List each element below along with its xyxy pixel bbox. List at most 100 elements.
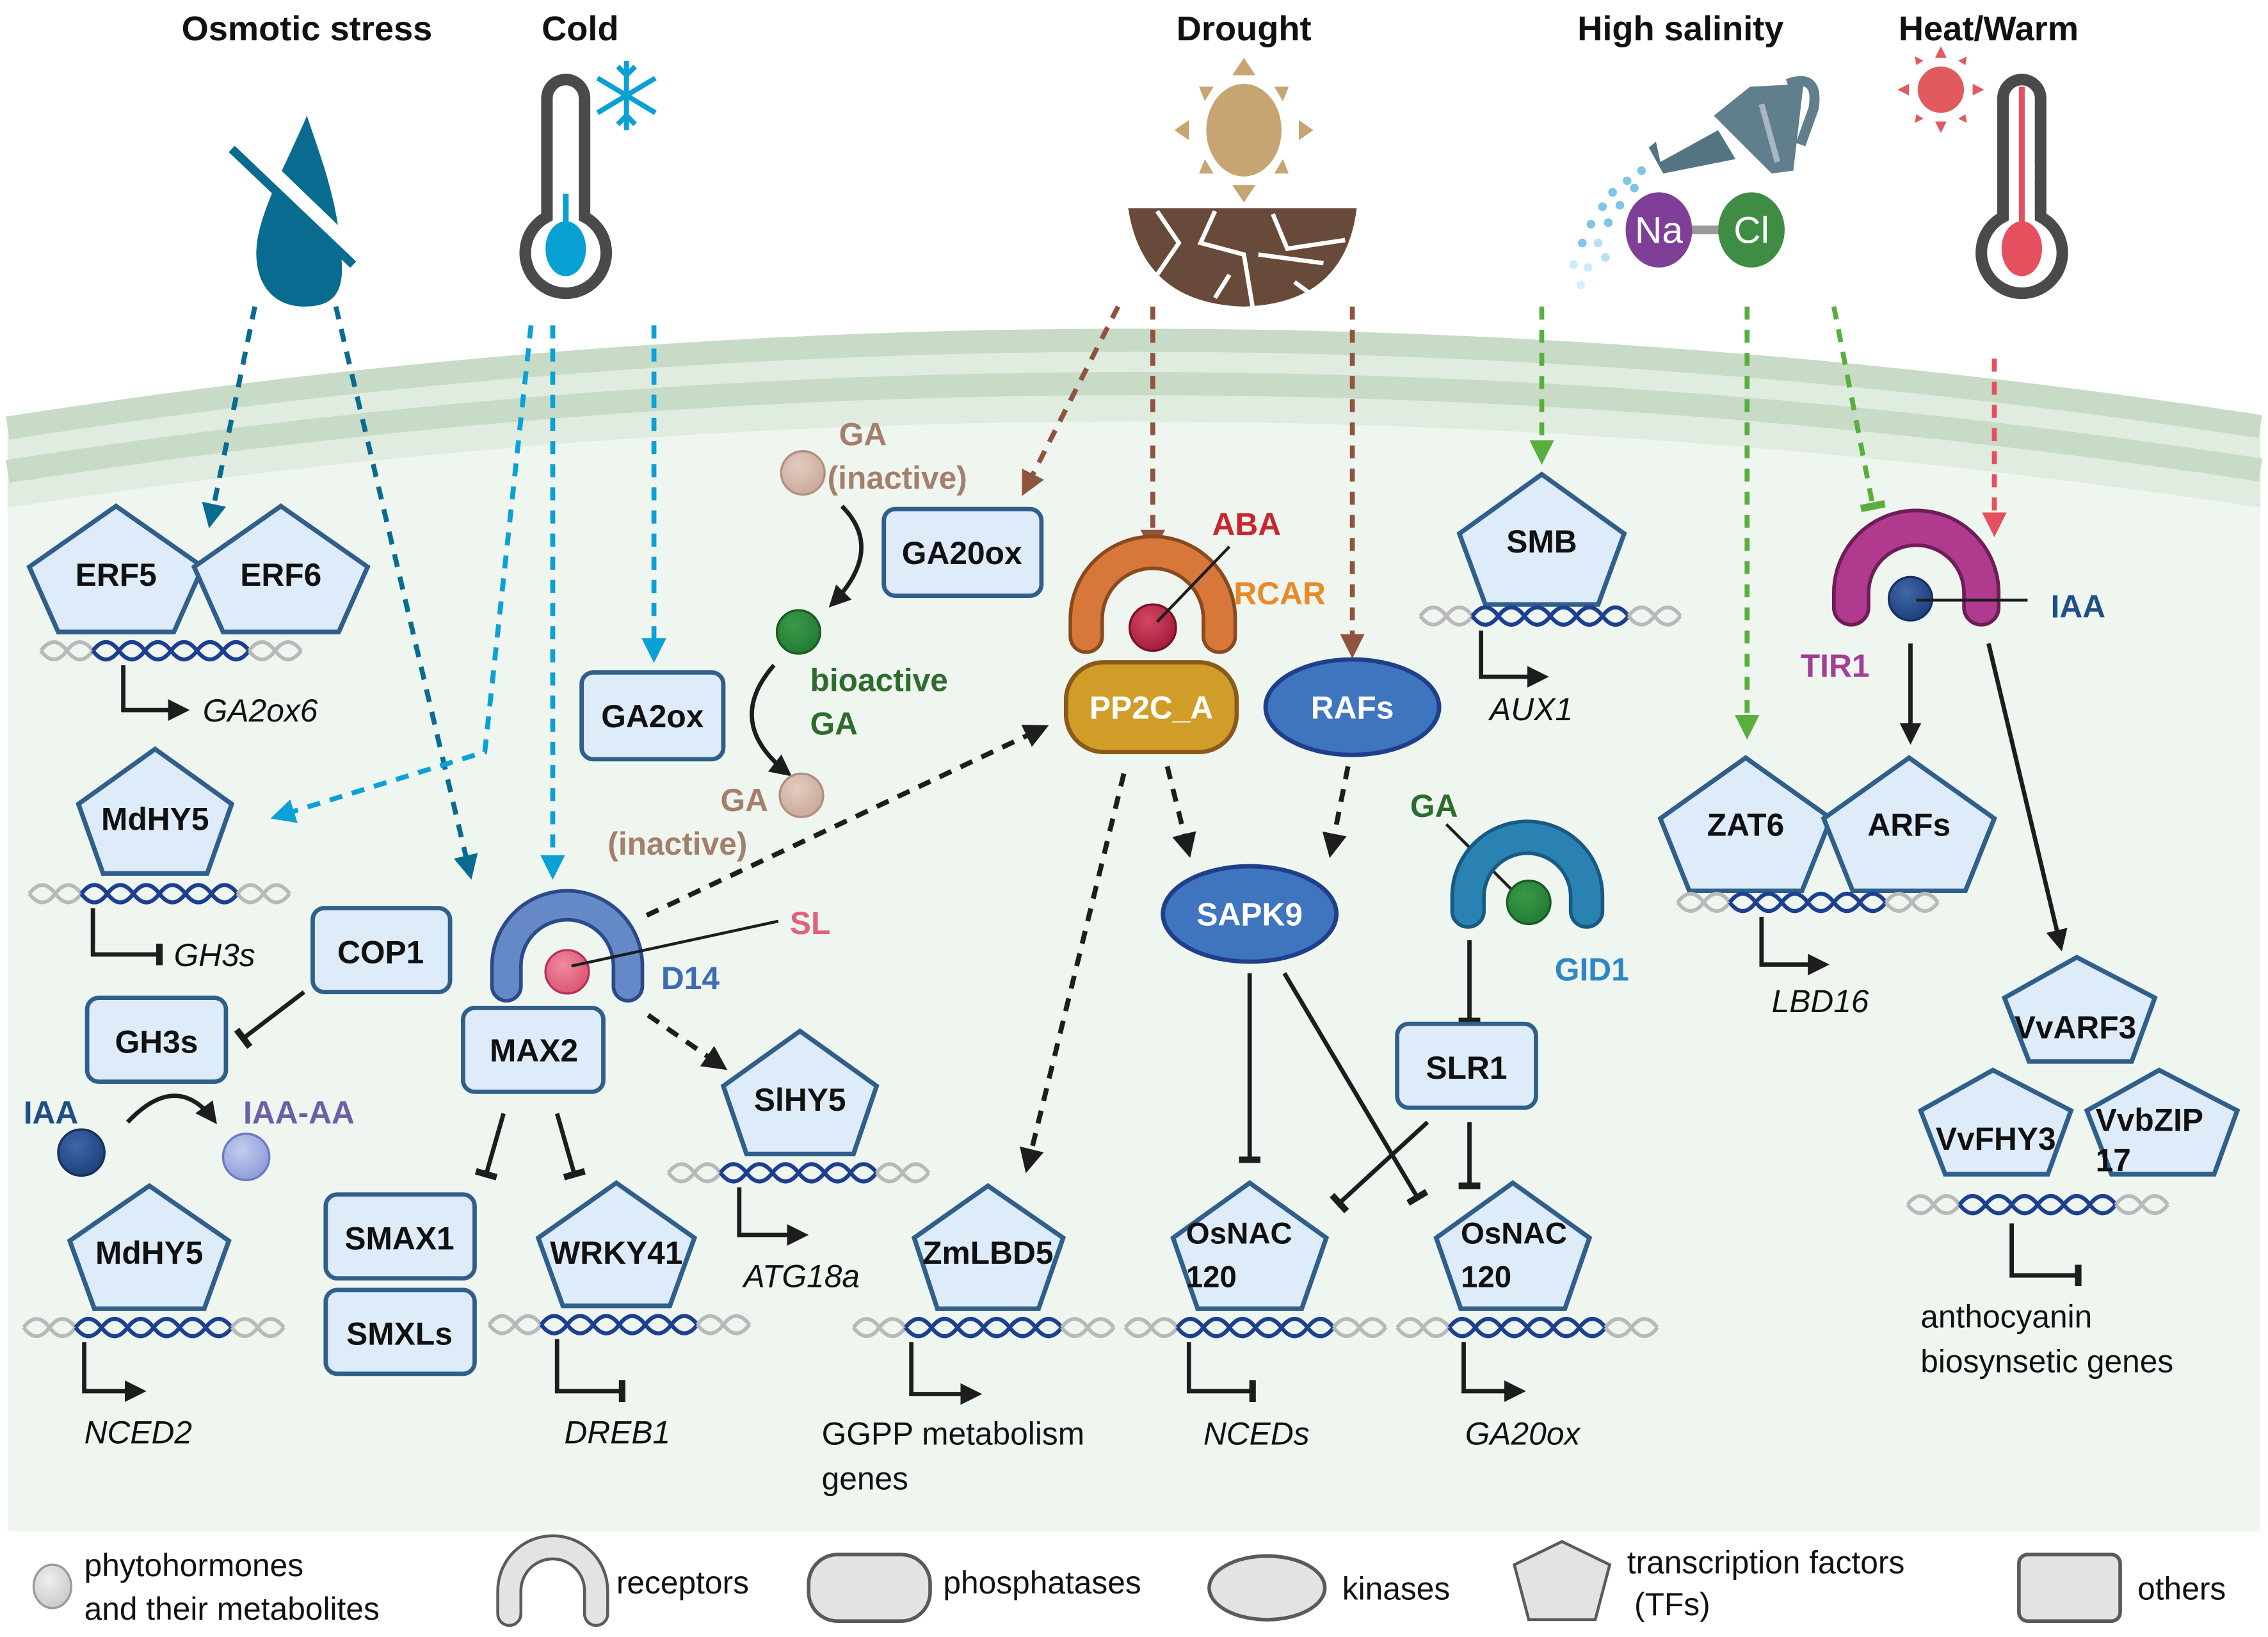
ga-inactive-bottom-molecule	[778, 772, 824, 818]
ggpp-genes-label-2: genes	[822, 1461, 908, 1497]
membrane-outer-band	[7, 340, 2261, 508]
phosphatase-pp2c-a[interactable]: PP2C_A	[1063, 660, 1239, 754]
erf6-label: ERF6	[240, 557, 321, 593]
d14-label: D14	[661, 960, 720, 996]
ga-bioactive-label-2: GA	[810, 706, 858, 741]
stress-title-drought: Drought	[1177, 10, 1312, 48]
gene-nceds: NCEDs	[1203, 1416, 1310, 1452]
membrane-top-line	[6, 328, 2262, 440]
gene-nced2: NCED2	[84, 1414, 192, 1450]
drought-arrows	[1022, 305, 1365, 659]
inhibit-anthocyanin	[2009, 1223, 2082, 1287]
box-smax1[interactable]: SMAX1	[323, 1192, 477, 1281]
receptor-gid1[interactable]	[1450, 819, 1605, 929]
tf-osnac120-right[interactable]: OsNAC 120	[1433, 1180, 1593, 1311]
kinase-rafs[interactable]: RAFs	[1263, 657, 1442, 757]
iaa-molecule	[57, 1128, 106, 1177]
kinase-sapk9[interactable]: SAPK9	[1161, 864, 1339, 964]
box-slr1[interactable]: SLR1	[1395, 1021, 1538, 1110]
tf-vvbzip17[interactable]: VvbZIP 17	[2084, 1067, 2240, 1179]
sun-icon	[1174, 58, 1314, 203]
sun-hot-icon	[1897, 46, 1984, 133]
slr1-label: SLR1	[1426, 1050, 1508, 1086]
arfs-label: ARFs	[1867, 807, 1950, 843]
legend-label-receptors: receptors	[616, 1565, 749, 1601]
tir1-label: TIR1	[1801, 648, 1870, 684]
promoter-arrow-ga20ox	[1461, 1342, 1526, 1402]
legend-item-tfs: transcription factors (TFs)	[1512, 1540, 1904, 1622]
slr1-inhibits-osnac-left	[1330, 1120, 1429, 1214]
ga2ox-label: GA2ox	[601, 698, 704, 734]
legend-item-receptors: receptors	[496, 1534, 749, 1627]
ga-inactivation-arrow	[750, 663, 792, 777]
gene-dreb1: DREB1	[565, 1414, 671, 1450]
snowflake-icon	[596, 60, 657, 131]
cop1-inhibits-gh3s	[234, 990, 305, 1049]
tf-erf6[interactable]: ERF6	[191, 503, 371, 634]
receptor-d14[interactable]	[490, 889, 645, 1003]
aba-label: ABA	[1212, 506, 1281, 542]
smb-label: SMB	[1506, 524, 1577, 560]
smxls-label: SMXLs	[346, 1316, 453, 1352]
water-drop-slash-icon	[229, 115, 366, 307]
iaa-aa-label: IAA-AA	[243, 1095, 355, 1131]
gene-ga2ox6: GA2ox6	[203, 693, 318, 729]
box-cop1[interactable]: COP1	[310, 906, 453, 994]
iaa-aa-molecule	[221, 1133, 271, 1181]
tf-erf5[interactable]: ERF5	[26, 503, 206, 634]
ga20ox-label: GA20ox	[902, 535, 1022, 571]
ga-label-gid1: GA	[1410, 788, 1458, 824]
ga-inactive-top-label-1: GA	[839, 417, 887, 453]
receptor-legend-icon	[496, 1534, 609, 1627]
tf-wrky41[interactable]: WRKY41	[535, 1180, 698, 1309]
ga-inactive-bottom-label-2: (inactive)	[607, 826, 747, 862]
tf-smb[interactable]: SMB	[1456, 471, 1627, 607]
iaa-label-left: IAA	[24, 1095, 79, 1131]
osnac-left-label-1: OsNAC	[1186, 1217, 1292, 1251]
tf-zmlbd5[interactable]: ZmLBD5	[911, 1182, 1066, 1311]
osnac-left-label-2: 120	[1186, 1260, 1237, 1294]
sapk9-label: SAPK9	[1196, 897, 1303, 933]
ga-inactive-top-label-2: (inactive)	[828, 460, 967, 496]
mdhy5-top-label: MdHY5	[101, 802, 209, 837]
legend: phytohormones and their metabolites rece…	[32, 1534, 2226, 1627]
box-ga20ox[interactable]: GA20ox	[881, 506, 1044, 599]
inhibit-gh3s-gene	[90, 908, 163, 965]
box-smxls[interactable]: SMXLs	[323, 1287, 477, 1376]
cl-label: Cl	[1733, 209, 1769, 251]
tf-mdhy5-bottom[interactable]: MdHY5	[67, 1182, 232, 1311]
pp2c-label: PP2C_A	[1090, 690, 1213, 726]
box-ga2ox[interactable]: GA2ox	[579, 670, 726, 762]
tf-osnac120-left[interactable]: OsNAC 120	[1170, 1180, 1330, 1311]
gene-ga20ox: GA20ox	[1465, 1416, 1582, 1452]
nacl-molecule-icon: Na Cl	[1625, 192, 1785, 268]
sl-leader-line	[571, 919, 779, 968]
smax1-label: SMAX1	[344, 1221, 454, 1257]
tf-zat6[interactable]: ZAT6	[1657, 755, 1834, 894]
phosphatase-legend-icon	[807, 1552, 932, 1623]
rafs-to-sapk9-arrow	[1322, 766, 1351, 859]
tf-arfs[interactable]: ARFs	[1821, 755, 1997, 894]
box-max2[interactable]: MAX2	[461, 1006, 606, 1094]
tf-slhy5[interactable]: SlHY5	[720, 1028, 880, 1157]
promoter-arrow-nced2	[82, 1342, 147, 1402]
sl-label: SL	[790, 905, 831, 941]
mdhy5-bottom-label: MdHY5	[95, 1235, 203, 1271]
erf5-label: ERF5	[76, 557, 157, 593]
cold-arrows	[270, 325, 666, 880]
na-label: Na	[1635, 209, 1683, 251]
vvbzip17-label-2: 17	[2096, 1143, 2131, 1179]
gh3s-label: GH3s	[115, 1024, 198, 1060]
sapk9-inhibits-osnac-right	[1282, 972, 1429, 1206]
tir1-to-vvarf3-arrow	[1986, 643, 2068, 952]
tf-mdhy5-top[interactable]: MdHY5	[76, 746, 235, 876]
tf-vvfhy3[interactable]: VvFHY3	[1917, 1067, 2074, 1177]
box-gh3s[interactable]: GH3s	[84, 996, 229, 1084]
max2-label: MAX2	[490, 1033, 578, 1068]
vvbzip17-label-1: VvbZIP	[2096, 1102, 2203, 1138]
d14-to-slhy5-arrow	[647, 1013, 728, 1070]
legend-label-tfs-2: (TFs)	[1634, 1586, 1710, 1622]
tf-vvarf3[interactable]: VvARF3	[2001, 955, 2158, 1064]
inhibit-nceds	[1186, 1342, 1256, 1402]
